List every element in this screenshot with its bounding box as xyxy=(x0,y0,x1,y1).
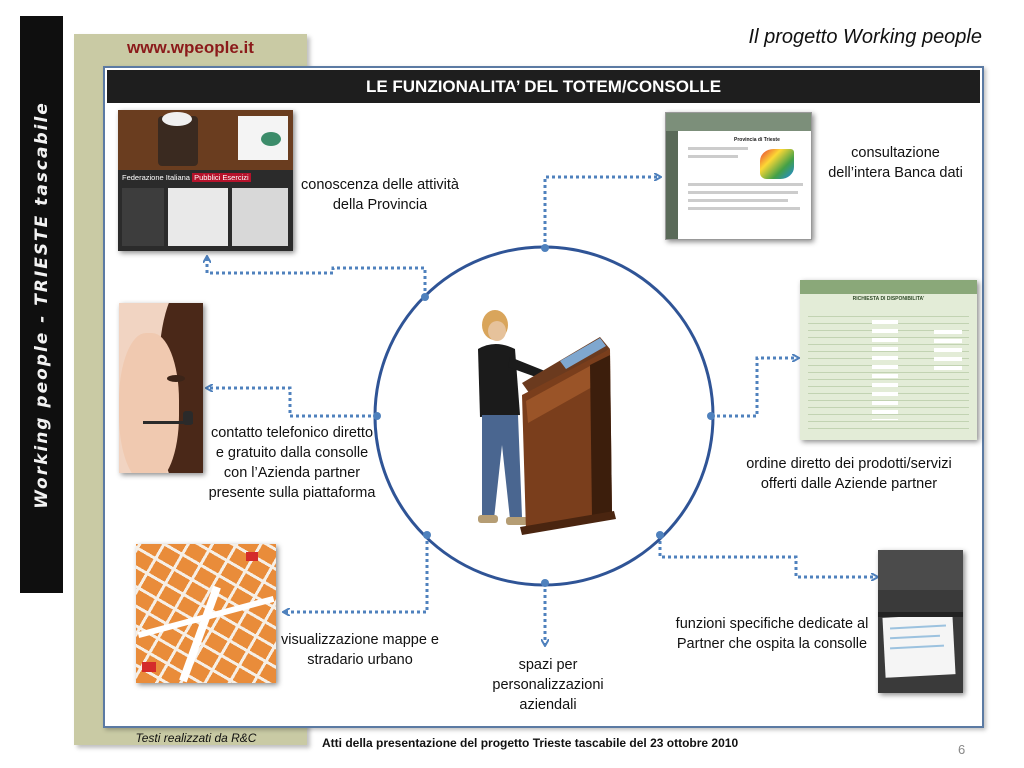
province-database-screenshot: Provincia di Trieste xyxy=(665,112,812,240)
footer-credit: Testi realizzati da R&C xyxy=(135,731,257,745)
label-database: consultazione dell’intera Banca dati xyxy=(828,145,963,181)
connector-orders xyxy=(711,358,798,418)
footer-proceedings: Atti della presentazione del progetto Tr… xyxy=(322,736,739,750)
connector-maps xyxy=(284,535,429,612)
label-partner: funzioni specifiche dedicate al Partner … xyxy=(675,616,869,652)
receipt-printer-photo xyxy=(878,550,963,693)
order-form-screenshot: RICHIESTA DI DISPONIBILITA' xyxy=(800,280,977,440)
connector-partner xyxy=(658,535,877,577)
label-phone: contatto telefonico diretto e gratuito d… xyxy=(208,425,376,501)
label-custom: spazi per personalizzazioni aziendali xyxy=(492,657,604,713)
connector-database xyxy=(543,177,660,248)
project-title: Il progetto Working people xyxy=(748,26,982,48)
label-orders: ordine diretto dei prodotti/servizi offe… xyxy=(746,456,952,492)
fipe-website-screenshot: Federazione Italiana Pubblici Esercizi xyxy=(118,110,293,251)
page-number: 6 xyxy=(958,742,966,757)
connector-activities xyxy=(207,257,427,297)
label-activities: conoscenza delle attività della Provinci… xyxy=(301,177,459,213)
label-maps: visualizzazione mappe e stradario urbano xyxy=(281,632,439,668)
section-title: LE FUNZIONALITA’ DEL TOTEM/CONSOLLE xyxy=(107,70,980,103)
city-map-image xyxy=(136,544,276,683)
totem-kiosk-photo xyxy=(478,310,616,535)
website-url[interactable]: www.wpeople.it xyxy=(127,38,254,57)
phone-operator-photo xyxy=(119,303,203,473)
vertical-title-strip xyxy=(20,16,63,593)
connector-phone xyxy=(207,388,377,418)
